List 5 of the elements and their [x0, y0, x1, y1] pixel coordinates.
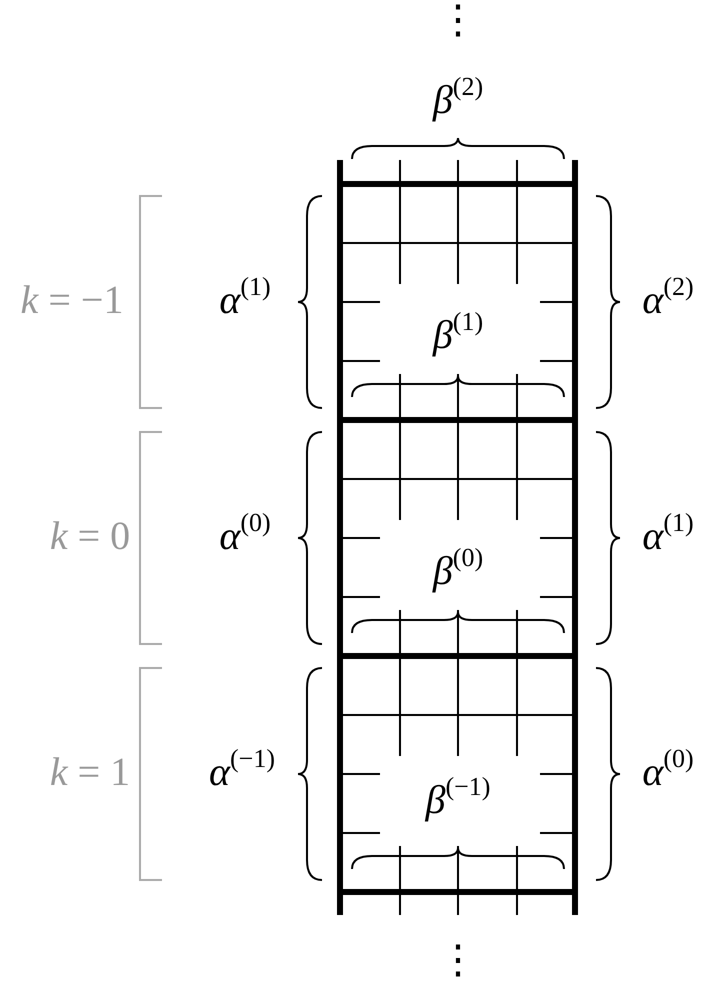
math-label: k = −1	[20, 280, 124, 320]
ellipsis: ⋮	[438, 0, 478, 40]
math-label: k = 1	[50, 752, 130, 792]
math-label: k = 0	[50, 516, 130, 556]
ellipsis: ⋮	[438, 940, 478, 980]
